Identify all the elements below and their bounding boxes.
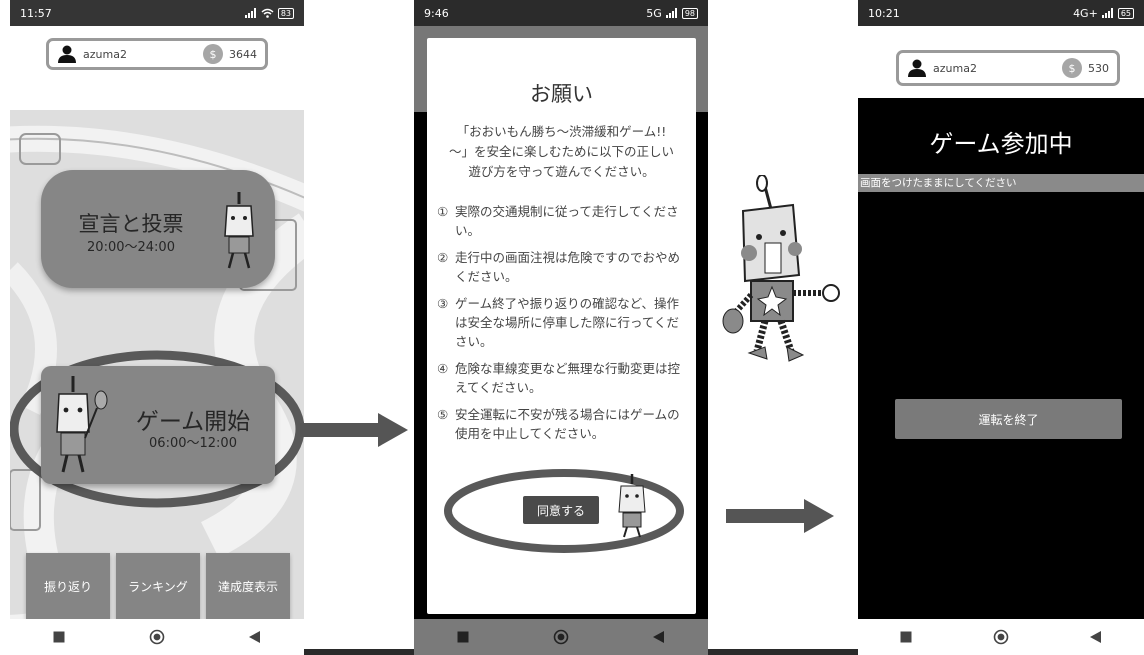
playing-title: ゲーム参加中	[929, 130, 1073, 158]
signal-icon	[665, 8, 677, 18]
status-time: 10:21	[868, 6, 900, 20]
keep-screen-notice: 画面をつけたままにしてください	[858, 174, 1144, 192]
home-icon[interactable]	[541, 622, 581, 652]
game-start-button[interactable]: ゲーム開始 06:00〜12:00	[41, 366, 275, 484]
battery-icon: 83	[277, 7, 294, 19]
game-start-time: 06:00〜12:00	[149, 436, 237, 451]
status-icons: 5G 98	[646, 7, 698, 20]
battery-icon: 98	[681, 7, 698, 19]
mascot-icon	[618, 474, 646, 538]
status-bar: 11:57 83	[10, 0, 304, 26]
arrow-right-icon	[726, 499, 834, 533]
back-icon[interactable]	[235, 622, 275, 652]
highlight-ellipse	[444, 469, 684, 553]
screen-playing: 10:21 4G+ 65 azuma2 $ 530 ゲーム参加中 画面をつけたま…	[858, 0, 1144, 655]
coin-icon: $	[1062, 58, 1082, 78]
review-button[interactable]: 振り返り	[26, 553, 110, 619]
network-label: 5G	[646, 6, 662, 20]
mascot-icon	[56, 376, 108, 473]
game-start-title: ゲーム開始	[135, 409, 251, 435]
declare-vote-title: 宣言と投票	[78, 212, 184, 236]
status-icons: 83	[244, 7, 294, 19]
mascot-icon	[224, 192, 254, 269]
coin-icon: $	[203, 44, 223, 64]
network-label: 4G+	[1073, 6, 1098, 20]
screen-consent: 9:46 5G 98 お願い 「おおいもん勝ち〜渋滞緩和ゲーム!! 〜」を安全に…	[414, 0, 708, 655]
status-bar: 10:21 4G+ 65	[858, 0, 1144, 26]
signal-icon	[244, 8, 256, 18]
dialog-intro: 「おおいもん勝ち〜渋滞緩和ゲーム!! 〜」を安全に楽しむために以下の正しい遊び方…	[449, 124, 675, 179]
user-icon	[908, 59, 926, 77]
end-driving-button[interactable]: 運転を終了	[895, 399, 1122, 439]
points-value: 530	[1088, 61, 1109, 75]
status-time: 9:46	[424, 6, 449, 20]
status-time: 11:57	[20, 6, 52, 20]
consent-dialog: お願い 「おおいもん勝ち〜渋滞緩和ゲーム!! 〜」を安全に楽しむために以下の正し…	[427, 38, 696, 614]
points-value: 3644	[229, 47, 257, 61]
back-icon[interactable]	[639, 622, 679, 652]
achievement-button[interactable]: 達成度表示	[206, 553, 290, 619]
status-bar: 9:46 5G 98	[414, 0, 708, 26]
ranking-button[interactable]: ランキング	[116, 553, 200, 619]
nav-bar	[858, 619, 1144, 655]
declare-vote-button[interactable]: 宣言と投票 20:00〜24:00	[41, 170, 275, 288]
arrow-right-icon	[300, 413, 408, 447]
username: azuma2	[83, 47, 127, 61]
home-icon[interactable]	[981, 622, 1021, 652]
agree-button[interactable]: 同意する	[523, 496, 599, 524]
home-icon[interactable]	[137, 622, 177, 652]
recent-apps-icon[interactable]	[443, 622, 483, 652]
back-icon[interactable]	[1076, 622, 1116, 652]
screen-home: 11:57 83 azuma2 $ 3644 宣言と投票 20:00〜24:00	[10, 0, 304, 655]
nav-bar	[10, 619, 304, 655]
divider-bar	[708, 649, 858, 655]
status-icons: 4G+ 65	[1073, 7, 1134, 20]
user-info-box: azuma2 $ 3644	[46, 38, 268, 70]
signal-icon	[1101, 8, 1113, 18]
user-info-box: azuma2 $ 530	[896, 50, 1120, 86]
declare-vote-time: 20:00〜24:00	[87, 240, 175, 255]
user-icon	[58, 45, 76, 63]
recent-apps-icon[interactable]	[39, 622, 79, 652]
wifi-icon	[261, 8, 274, 18]
dialog-title: お願い	[530, 82, 593, 106]
nav-bar	[414, 619, 708, 655]
divider-bar	[304, 649, 414, 655]
recent-apps-icon[interactable]	[886, 622, 926, 652]
mascot-icon	[722, 175, 840, 362]
username: azuma2	[933, 61, 977, 75]
battery-icon: 65	[1117, 7, 1134, 19]
